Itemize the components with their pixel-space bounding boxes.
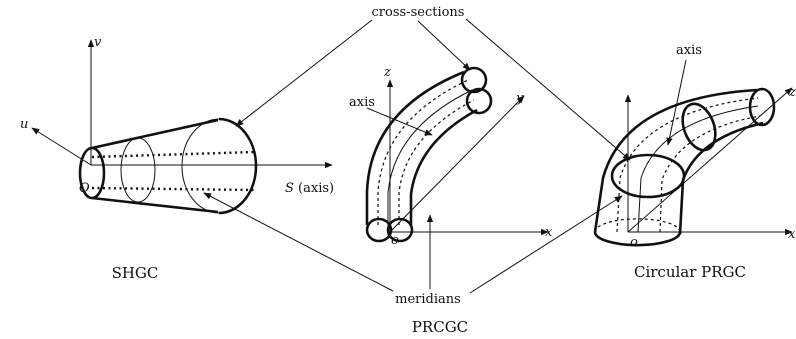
meridians-label: meridians (395, 292, 461, 307)
prcgc-origin-label: o (391, 233, 399, 248)
prcgc-axis-pointer (366, 107, 433, 136)
circular-prgc-caption: Circular PRGC (634, 263, 746, 281)
cross-sections-pointer-circular (465, 18, 631, 161)
circular-prgc-y-axis (627, 87, 793, 233)
prcgc-z-label: z (383, 65, 391, 80)
circular-prgc-outer-contour (593, 88, 758, 233)
prcgc-diagram: z y x o axis PRCGC (349, 65, 553, 336)
circular-prgc-axis-annotation: axis (676, 43, 702, 58)
shgc-axes (31, 39, 333, 169)
meridians-pointer-circular (469, 195, 623, 294)
meridians-pointer-shgc (203, 192, 394, 292)
shgc-s-axis-label: S (axis) (285, 181, 334, 196)
prcgc-axis-curve (387, 89, 473, 225)
circular-prgc-axes (624, 87, 793, 236)
shgc-middle-cross-section (120, 137, 156, 203)
circular-prgc-z-label: z (788, 85, 796, 100)
shgc-v-label: v (94, 35, 102, 50)
shgc-top-contour (91, 118, 219, 150)
shgc-back-cross-section-hidden (181, 118, 220, 214)
shgc-front-cross-section (78, 146, 106, 200)
cross-sections-annotation: cross-sections (235, 5, 631, 161)
circular-prgc-axis-pointer (666, 59, 687, 146)
prcgc-axes (386, 79, 549, 236)
shgc-s-suffix: (axis) (298, 181, 334, 196)
cross-sections-label: cross-sections (372, 5, 465, 20)
circular-prgc-end-cross-section (748, 87, 776, 127)
circular-prgc-meridian-2 (659, 115, 761, 233)
shgc-caption: SHGC (112, 264, 159, 282)
shgc-origin-label: O (79, 181, 90, 196)
circular-prgc-base-cross-section (593, 231, 682, 247)
circular-prgc-axis-curve (637, 105, 759, 233)
circular-prgc-diagram: z x o axis Circular PRGC (593, 43, 796, 281)
prcgc-caption: PRCGC (412, 318, 468, 336)
shgc-s-letter: S (285, 181, 294, 196)
prcgc-meridian-2 (398, 99, 475, 225)
circular-prgc-middle-cross-section (610, 153, 686, 199)
shgc-cone (78, 117, 258, 215)
shgc-diagram: v u O S (axis) SHGC (20, 35, 334, 282)
circular-prgc-tube (593, 87, 776, 247)
circular-prgc-meridian-1 (616, 97, 759, 233)
prcgc-bent-tube (365, 66, 493, 243)
shgc-lower-meridian (91, 186, 255, 192)
shgc-upper-meridian (91, 150, 255, 159)
prcgc-inner-contour (409, 108, 478, 225)
circular-prgc-upper-cross-section (681, 102, 717, 152)
shgc-back-cross-section (218, 117, 258, 215)
circular-prgc-x-label: x (788, 227, 796, 242)
prcgc-base-cross-section (365, 217, 414, 243)
shgc-u-label: u (20, 117, 28, 132)
cross-sections-pointer-prcgc (417, 20, 471, 71)
circular-prgc-inner-contour (678, 121, 764, 235)
circular-prgc-origin-label: o (630, 235, 638, 250)
shgc-bottom-contour (91, 196, 219, 214)
meridians-annotation: meridians (203, 192, 623, 307)
prcgc-end-cross-section (460, 66, 493, 115)
circular-prgc-base-hidden (594, 218, 681, 233)
prcgc-axis-annotation: axis (349, 95, 375, 110)
prcgc-y-axis (389, 95, 525, 233)
prcgc-x-label: x (545, 225, 553, 240)
prcgc-y-label: y (515, 91, 524, 106)
prcgc-meridian-1 (377, 79, 469, 225)
prcgc-outer-contour (365, 70, 465, 225)
cross-sections-pointer-shgc (235, 19, 373, 127)
